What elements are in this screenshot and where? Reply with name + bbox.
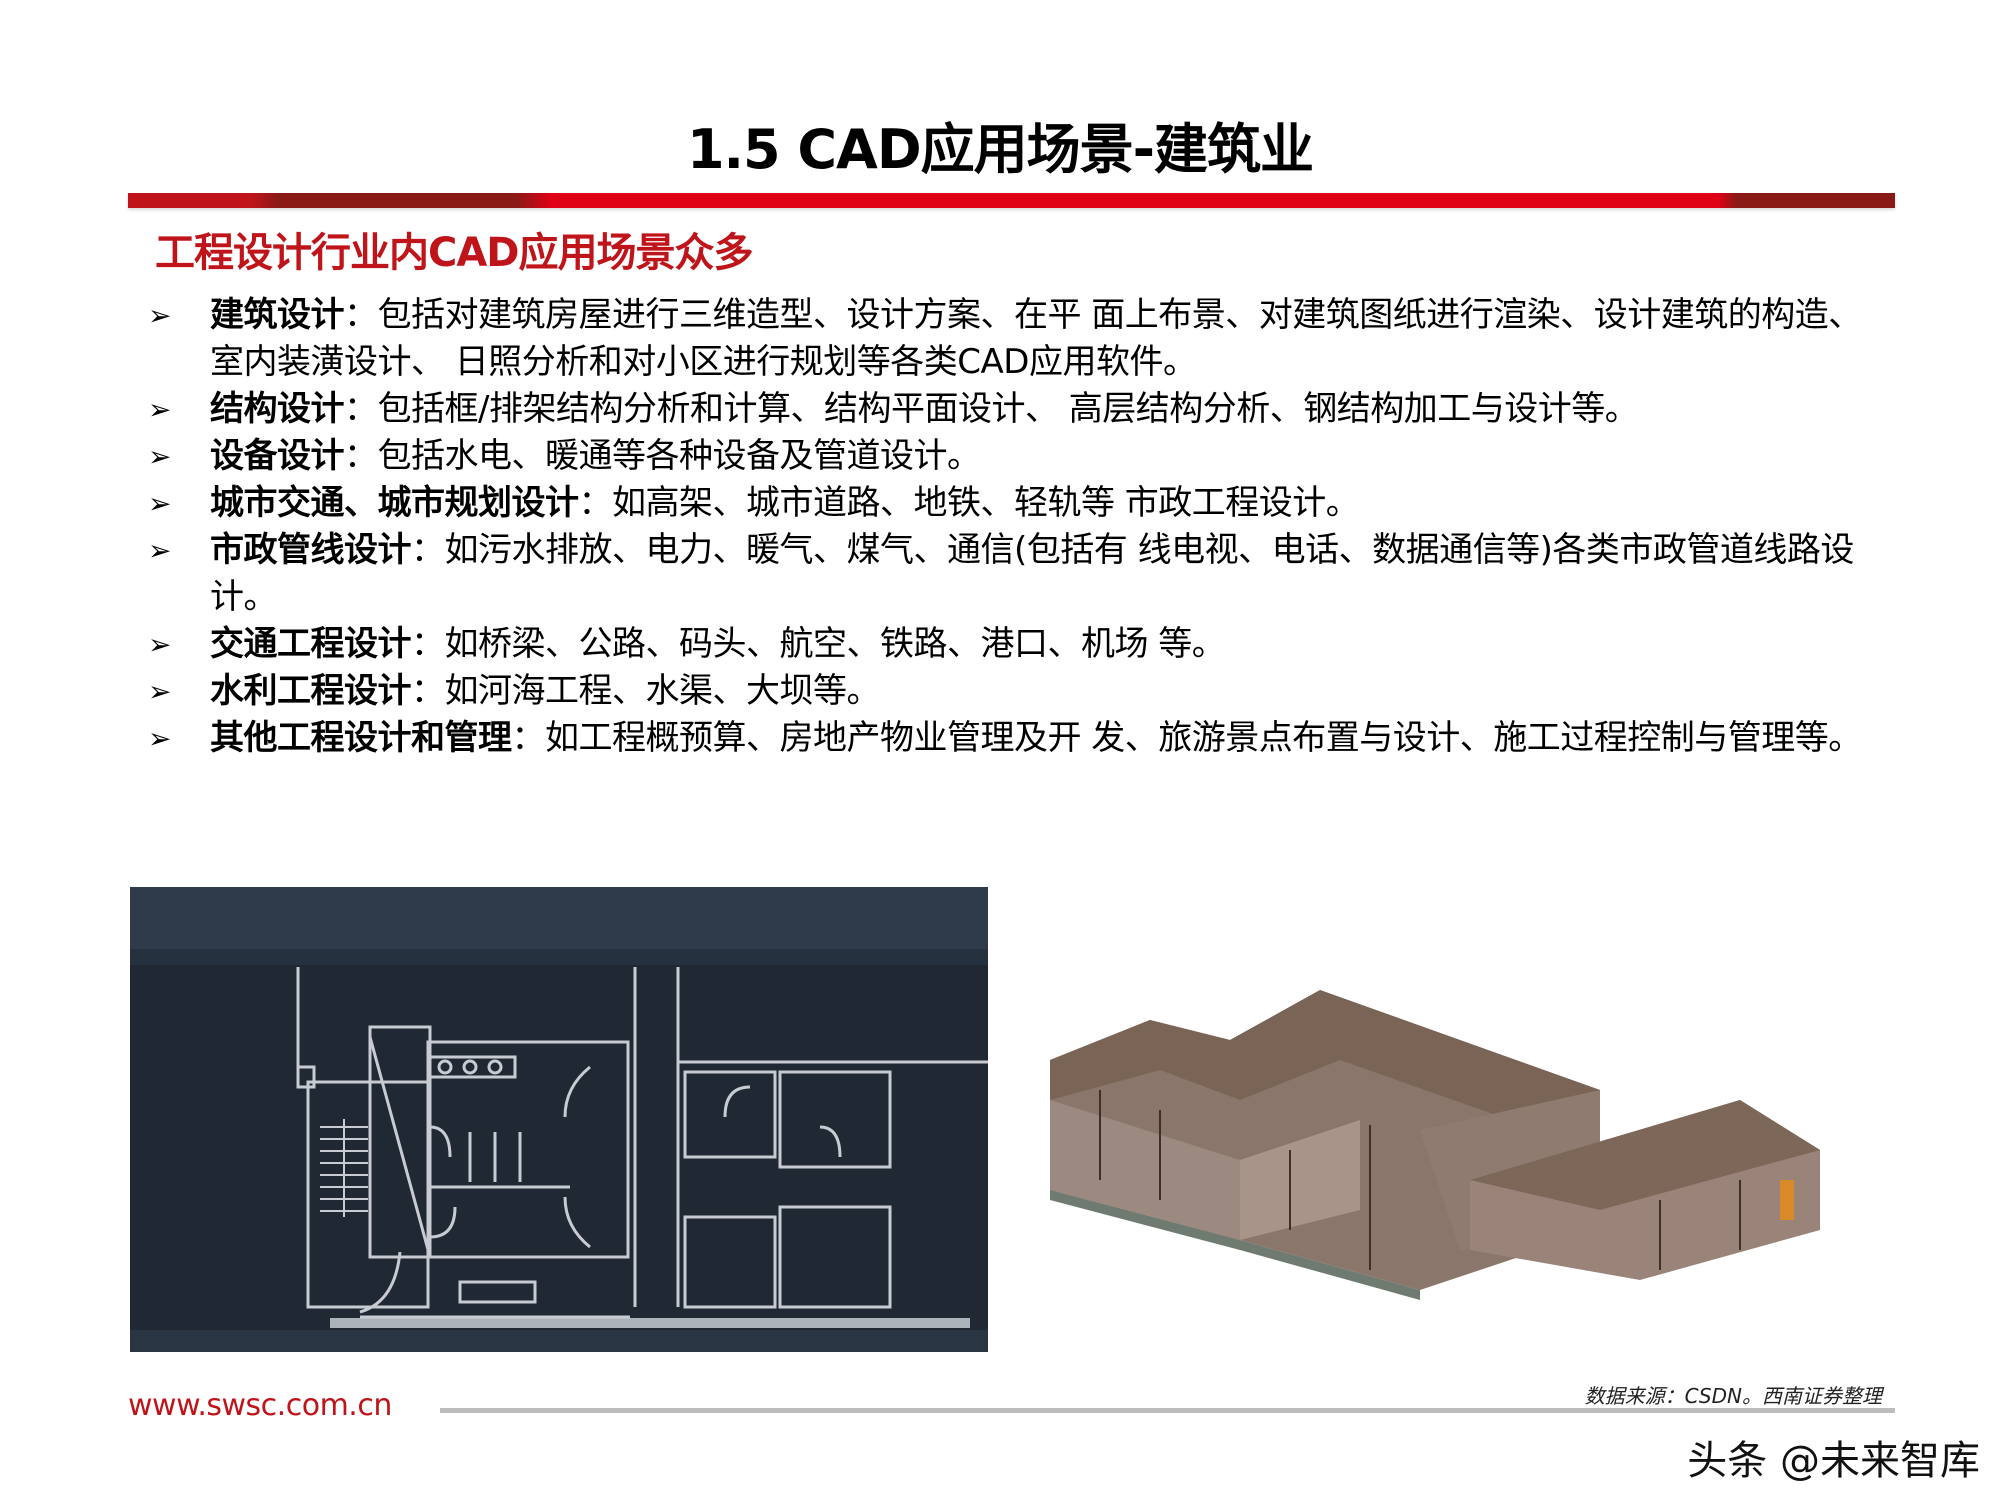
- bullet-sep: ：: [344, 436, 378, 476]
- arrow-right-icon: ➢: [148, 722, 171, 755]
- bullet-text: 如高架、城市道路、地铁、轻轨等 市政工程设计。: [612, 483, 1360, 523]
- 3d-building-render-image: [1050, 990, 1820, 1300]
- list-item: ➢ 水利工程设计：如河海工程、水渠、大坝等。: [148, 668, 1868, 715]
- bullet-sep: ：: [578, 483, 613, 523]
- list-item: ➢ 市政管线设计：如污水排放、电力、暖气、煤气、通信(包括有 线电视、电话、数据通…: [148, 527, 1868, 621]
- bullet-text: 包括水电、暖通等各种设备及管道设计。: [377, 436, 982, 476]
- list-item: ➢ 结构设计：包括框/排架结构分析和计算、结构平面设计、 高层结构分析、钢结构加工…: [148, 386, 1868, 433]
- bullet-term: 设备设计: [210, 436, 345, 476]
- list-item: ➢ 建筑设计：包括对建筑房屋进行三维造型、设计方案、在平 面上布景、对建筑图纸进行…: [148, 292, 1868, 386]
- source-note: 数据来源：CSDN。西南证券整理: [1584, 1384, 1882, 1408]
- bullet-sep: ：: [411, 530, 445, 570]
- footer-divider: [440, 1408, 1895, 1413]
- title-divider-bar: [128, 193, 1895, 208]
- footer-url-link[interactable]: www.swsc.com.cn: [128, 1388, 392, 1423]
- cad-drawing-tabs: [130, 949, 988, 965]
- cad-floor-plan-image: [130, 887, 988, 1352]
- bullet-term: 交通工程设计: [210, 624, 412, 664]
- watermark-text: 头条 @未来智库: [1687, 1438, 1980, 1484]
- list-item: ➢ 交通工程设计：如桥梁、公路、码头、航空、铁路、港口、机场 等。: [148, 621, 1868, 668]
- arrow-right-icon: ➢: [148, 534, 171, 567]
- bullet-text: 包括框/排架结构分析和计算、结构平面设计、 高层结构分析、钢结构加工与设计等。: [377, 389, 1639, 429]
- arrow-right-icon: ➢: [148, 487, 171, 520]
- list-item: ➢ 其他工程设计和管理：如工程概预算、房地产物业管理及开 发、旅游景点布置与设计、…: [148, 715, 1868, 762]
- bullet-term: 结构设计: [210, 389, 345, 429]
- arrow-right-icon: ➢: [148, 393, 171, 426]
- bullet-text: 如河海工程、水渠、大坝等。: [444, 671, 881, 711]
- list-item: ➢ 设备设计：包括水电、暖通等各种设备及管道设计。: [148, 433, 1868, 480]
- bullet-sep: ：: [344, 389, 378, 429]
- cad-status-bar: [130, 1330, 988, 1352]
- bullet-term: 城市交通、城市规划设计: [210, 483, 579, 523]
- cad-command-line: [330, 1318, 970, 1328]
- bullet-text: 如污水排放、电力、暖气、煤气、通信(包括有 线电视、电话、数据通信等)各类市政管…: [210, 530, 1854, 617]
- bullet-list: ➢建筑设计：包括对建筑房屋进行三维造型、设计方案、在平 面上布景、对建筑图纸进行…: [148, 292, 1868, 762]
- bullet-term: 水利工程设计: [210, 671, 412, 711]
- bullet-term: 建筑设计: [210, 295, 345, 335]
- list-item: ➢ 城市交通、城市规划设计：如高架、城市道路、地铁、轻轨等 市政工程设计。: [148, 480, 1868, 527]
- bullet-text: 如工程概预算、房地产物业管理及开 发、旅游景点布置与设计、施工过程控制与管理等。: [545, 718, 1862, 758]
- page-title: 1.5 CAD应用场景-建筑业: [686, 118, 1314, 181]
- bullet-sep: ：: [411, 671, 445, 711]
- bullet-text: 包括对建筑房屋进行三维造型、设计方案、在平 面上布景、对建筑图纸进行渲染、设计建…: [210, 295, 1862, 382]
- arrow-right-icon: ➢: [148, 299, 171, 332]
- bullet-term: 市政管线设计: [210, 530, 412, 570]
- bullet-sep: ：: [411, 624, 445, 664]
- bullet-text: 如桥梁、公路、码头、航空、铁路、港口、机场 等。: [444, 624, 1226, 664]
- arrow-right-icon: ➢: [148, 628, 171, 661]
- bullet-sep: ：: [511, 718, 546, 758]
- bullet-sep: ：: [344, 295, 378, 335]
- arrow-right-icon: ➢: [148, 440, 171, 473]
- section-subtitle: 工程设计行业内CAD应用场景众多: [155, 230, 754, 276]
- bullet-term: 其他工程设计和管理: [210, 718, 512, 758]
- floor-plan-drawing: [296, 967, 988, 1319]
- arrow-right-icon: ➢: [148, 675, 171, 708]
